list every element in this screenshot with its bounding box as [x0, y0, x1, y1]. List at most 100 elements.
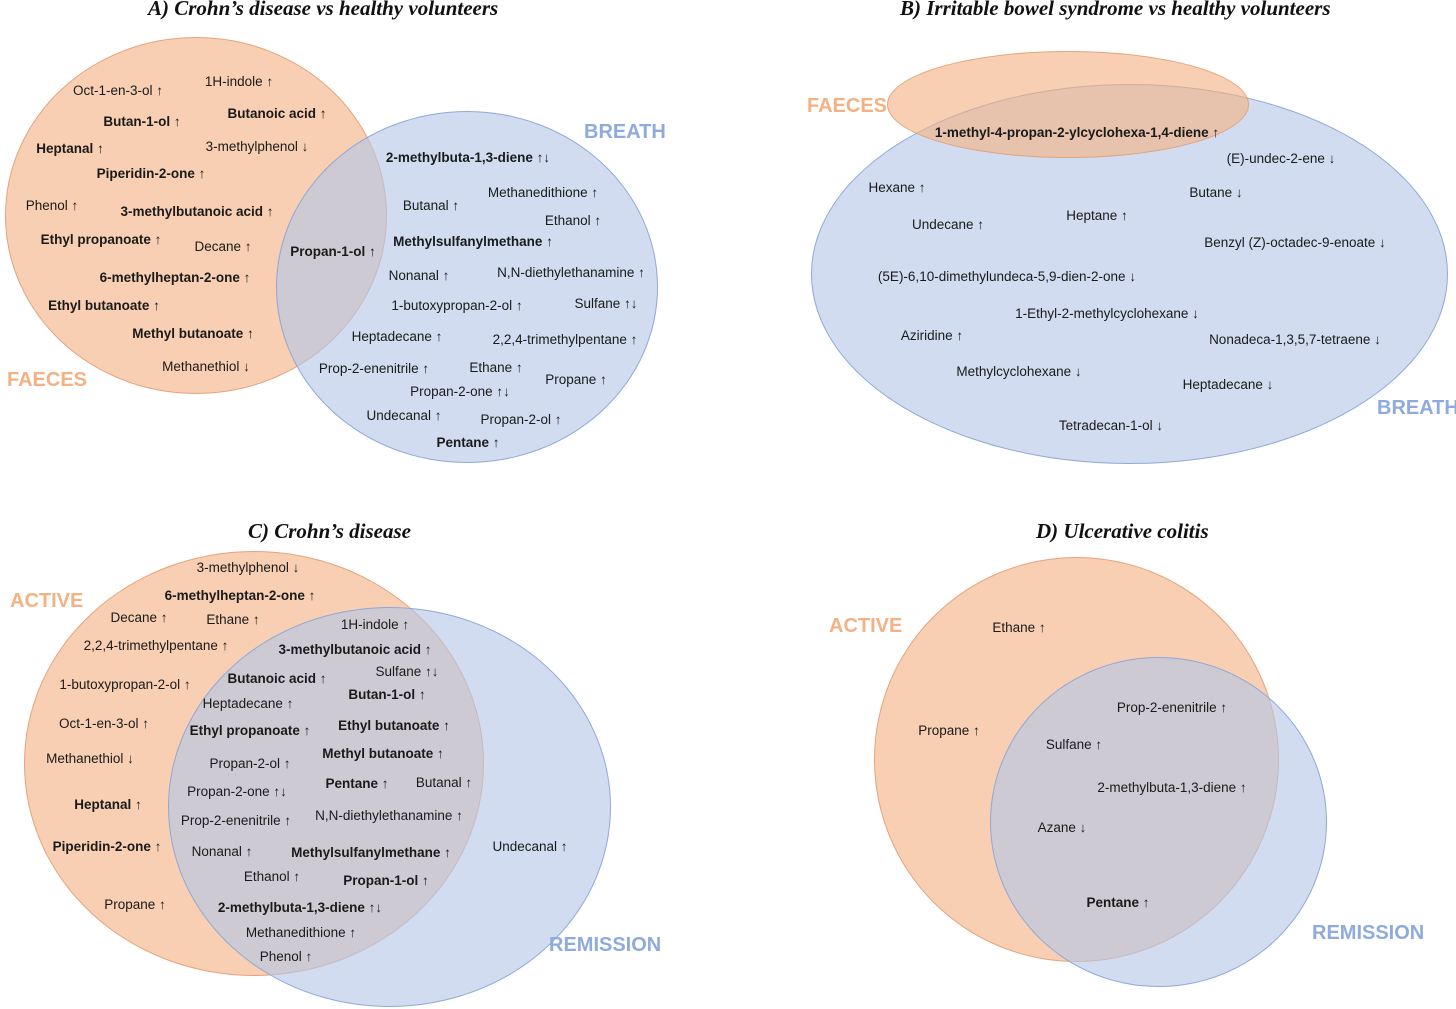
- panel-c-compound-label: Nonanal ↑: [191, 844, 253, 859]
- panel-a-compound-label: Heptadecane ↑: [351, 329, 443, 344]
- panel-a-compound-label: Ethanol ↑: [544, 213, 602, 228]
- panel-c-compound-label: Butanoic acid ↑: [227, 671, 327, 686]
- panel-b-compound-label: Hexane ↑: [868, 180, 926, 195]
- panel-a-compound-label: Propane ↑: [545, 372, 607, 387]
- panel-b-faeces-label: FAECES: [807, 95, 888, 117]
- panel-a-compound-label: 1H-indole ↑: [204, 74, 274, 89]
- panel-a-compound-label: 3-methylphenol ↓: [205, 139, 309, 154]
- panel-c-compound-label: Piperidin-2-one ↑: [52, 839, 162, 854]
- panel-c-compound-label: 1-butoxypropan-2-ol ↑: [59, 677, 191, 692]
- panel-a-title: A) Crohn’s disease vs healthy volunteers: [148, 0, 499, 20]
- panel-a-compound-label: 6-methylheptan-2-one ↑: [99, 270, 251, 285]
- panel-a-compound-label: Piperidin-2-one ↑: [96, 166, 206, 181]
- panel-c-compound-label: Prop-2-enenitrile ↑: [180, 813, 292, 828]
- panel-c-compound-label: Ethane ↑: [206, 612, 260, 627]
- panel-b-compound-label: 1-Ethyl-2-methylcyclohexane ↓: [1015, 306, 1199, 321]
- panel-a-compound-label: Heptanal ↑: [36, 141, 104, 156]
- panel-d-compound-label: Sulfane ↑: [1045, 737, 1103, 752]
- panel-c-compound-label: 1H-indole ↑: [340, 617, 410, 632]
- panel-a-compound-label: Methanedithione ↑: [487, 185, 599, 200]
- panel-c-compound-label: Ethyl propanoate ↑: [189, 723, 311, 738]
- panel-a-compound-label: Nonanal ↑: [388, 268, 450, 283]
- panel-b-compound-label: Butane ↓: [1189, 185, 1243, 200]
- panel-b-compound-label: Methylcyclohexane ↓: [956, 364, 1082, 379]
- panel-a-compound-label: 2-methylbuta-1,3-diene ↑↓: [385, 150, 551, 165]
- panel-c-compound-label: Propan-2-one ↑↓: [187, 784, 287, 799]
- panel-a-compound-label: Methanethiol ↓: [162, 359, 250, 374]
- panel-c-compound-label: Undecanal ↑: [492, 839, 568, 854]
- panel-b-compound-label: Nonadeca-1,3,5,7-tetraene ↓: [1209, 332, 1381, 347]
- panel-b-compound-label: Heptadecane ↓: [1182, 377, 1274, 392]
- panel-c-title: C) Crohn’s disease: [248, 519, 411, 543]
- panel-d-title: D) Ulcerative colitis: [1036, 519, 1209, 543]
- panel-c-remission-label: REMISSION: [549, 934, 662, 956]
- panel-c-compound-label: Propane ↑: [104, 897, 166, 912]
- panel-d-remission-circle: [990, 657, 1327, 987]
- panel-c-remission-circle: [168, 607, 611, 1007]
- panel-b-compound-label: (5E)-6,10-dimethylundeca-5,9-dien-2-one …: [877, 269, 1137, 284]
- panel-a-compound-label: Propan-2-ol ↑: [480, 412, 562, 427]
- panel-a-compound-label: Decane ↑: [194, 239, 252, 254]
- panel-a-breath-circle: [276, 111, 658, 463]
- panel-a-compound-label: 1-butoxypropan-2-ol ↑: [391, 298, 523, 313]
- panel-a-compound-label: Sulfane ↑↓: [574, 296, 638, 311]
- panel-a-compound-label: Butanoic acid ↑: [227, 106, 327, 121]
- panel-b-compound-label: Aziridine ↑: [900, 328, 964, 343]
- panel-a-compound-label: Ethyl butanoate ↑: [48, 298, 160, 313]
- panel-c-compound-label: Decane ↑: [110, 610, 168, 625]
- panel-a-compound-label: Propan-1-ol ↑: [290, 244, 376, 259]
- panel-a-compound-label: Methyl butanoate ↑: [132, 326, 254, 341]
- panel-a-compound-label: Pentane ↑: [436, 435, 500, 450]
- panel-a-compound-label: Butan-1-ol ↑: [103, 114, 181, 129]
- panel-a-compound-label: N,N-diethylethanamine ↑: [497, 265, 645, 280]
- panel-c-compound-label: 3-methylbutanoic acid ↑: [278, 642, 432, 657]
- panel-d-compound-label: Azane ↓: [1037, 820, 1087, 835]
- panel-a-compound-label: Undecanal ↑: [366, 408, 442, 423]
- panel-b-breath-label: BREATH: [1377, 397, 1456, 419]
- panel-c-compound-label: Pentane ↑: [325, 776, 389, 791]
- panel-a-compound-label: Methylsulfanylmethane ↑: [393, 234, 553, 249]
- panel-b-compound-label: 1-methyl-4-propan-2-ylcyclohexa-1,4-dien…: [934, 125, 1220, 140]
- panel-c-compound-label: Methyl butanoate ↑: [322, 746, 444, 761]
- panel-c-compound-label: Sulfane ↑↓: [375, 664, 439, 679]
- panel-d-compound-label: Prop-2-enenitrile ↑: [1116, 700, 1228, 715]
- panel-b-compound-label: Heptane ↑: [1066, 208, 1128, 223]
- panel-b-compound-label: Undecane ↑: [911, 217, 985, 232]
- panel-d-remission-label: REMISSION: [1312, 922, 1425, 944]
- panel-c-compound-label: Ethyl butanoate ↑: [338, 718, 450, 733]
- panel-c-compound-label: Butanal ↑: [415, 775, 473, 790]
- panel-c-active-label: ACTIVE: [10, 590, 84, 612]
- panel-c-compound-label: Ethanol ↑: [243, 869, 301, 884]
- panel-a-compound-label: Ethane ↑: [469, 360, 523, 375]
- panel-b-title: B) Irritable bowel syndrome vs healthy v…: [900, 0, 1331, 20]
- panel-d-compound-label: Ethane ↑: [992, 620, 1046, 635]
- panel-a-compound-label: Butanal ↑: [402, 198, 460, 213]
- panel-a-compound-label: Prop-2-enenitrile ↑: [318, 361, 430, 376]
- panel-a-compound-label: Ethyl propanoate ↑: [40, 232, 162, 247]
- panel-d-compound-label: Propane ↑: [918, 723, 980, 738]
- panel-d-compound-label: Pentane ↑: [1086, 895, 1150, 910]
- panel-c-compound-label: Methanethiol ↓: [46, 751, 134, 766]
- panel-c-compound-label: Propan-1-ol ↑: [343, 873, 429, 888]
- panel-a-compound-label: Oct-1-en-3-ol ↑: [72, 83, 164, 98]
- panel-a-compound-label: Phenol ↑: [25, 198, 79, 213]
- panel-c-compound-label: Heptadecane ↑: [202, 696, 294, 711]
- panel-c-compound-label: Propan-2-ol ↑: [209, 756, 291, 771]
- panel-a-breath-label: BREATH: [584, 121, 666, 143]
- panel-a-compound-label: 3-methylbutanoic acid ↑: [120, 204, 274, 219]
- panel-b-compound-label: (E)-undec-2-ene ↓: [1226, 151, 1336, 166]
- panel-b-faeces-ellipse: [887, 51, 1249, 158]
- panel-c-compound-label: 2-methylbuta-1,3-diene ↑↓: [217, 900, 383, 915]
- panel-c-compound-label: Butan-1-ol ↑: [348, 687, 426, 702]
- panel-b-compound-label: Tetradecan-1-ol ↓: [1058, 418, 1164, 433]
- panel-a-compound-label: Propan-2-one ↑↓: [410, 384, 510, 399]
- panel-c-compound-label: 6-methylheptan-2-one ↑: [164, 588, 316, 603]
- panel-c-compound-label: Oct-1-en-3-ol ↑: [58, 716, 150, 731]
- panel-b-compound-label: Benzyl (Z)-octadec-9-enoate ↓: [1204, 235, 1386, 250]
- panel-d-active-label: ACTIVE: [829, 615, 903, 637]
- panel-c-compound-label: 3-methylphenol ↓: [196, 560, 300, 575]
- panel-c-compound-label: 2,2,4-trimethylpentane ↑: [83, 638, 229, 653]
- panel-c-compound-label: Methylsulfanylmethane ↑: [291, 845, 451, 860]
- panel-a-faeces-label: FAECES: [7, 369, 88, 391]
- panel-a-compound-label: 2,2,4-trimethylpentane ↑: [492, 332, 638, 347]
